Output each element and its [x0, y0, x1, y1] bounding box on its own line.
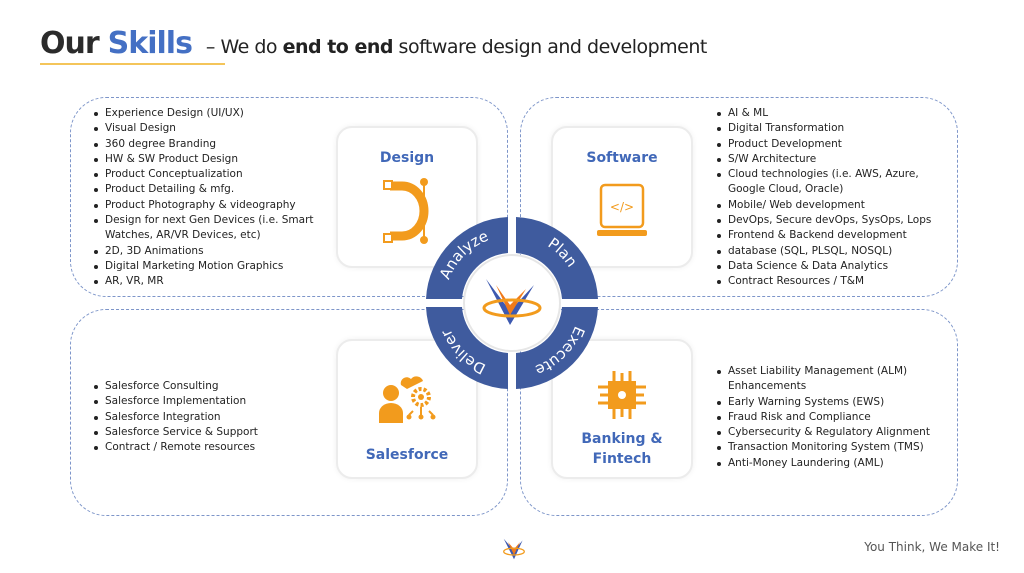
subtitle-bold: end to end: [282, 36, 394, 58]
banking-list: Asset Liability Management (ALM) Enhance…: [717, 364, 930, 471]
list-item: Fraud Risk and Compliance: [717, 410, 930, 425]
title-our: Our: [40, 26, 100, 61]
list-item: Salesforce Integration: [94, 410, 258, 425]
list-item: AR, VR, MR: [94, 274, 314, 289]
banking-card: Banking & Fintech: [551, 339, 693, 479]
list-item: Google Cloud, Oracle): [728, 183, 844, 196]
list-item: Enhancements: [728, 380, 807, 393]
software-card: Software </>: [551, 126, 693, 268]
list-item: Visual Design: [94, 121, 314, 136]
design-card: Design: [336, 126, 478, 268]
footer-logo-icon: [503, 538, 525, 560]
execute-segment: [516, 307, 598, 389]
list-item: Product Photography & videography: [94, 198, 314, 213]
pen-tool-icon: [383, 178, 429, 244]
page-title: Our Skills – We do end to end software d…: [40, 26, 707, 61]
list-item: Digital Transformation: [717, 121, 931, 136]
footer-tagline: You Think, We Make It!: [864, 540, 1000, 554]
list-item: Contract / Remote resources: [94, 440, 258, 455]
salesforce-panel: [70, 309, 508, 516]
svg-text:</>: </>: [610, 200, 634, 214]
banking-panel: [520, 309, 958, 516]
plan-segment: [516, 217, 598, 299]
list-item: 2D, 3D Animations: [94, 244, 314, 259]
list-item: Product Detailing & mfg.: [94, 182, 314, 197]
title-skills: Skills: [107, 26, 193, 61]
code-laptop-icon: </>: [597, 183, 647, 236]
list-item: Anti-Money Laundering (AML): [717, 456, 930, 471]
list-item: 360 degree Branding: [94, 137, 314, 152]
list-item: Early Warning Systems (EWS): [717, 395, 930, 410]
process-cycle: Analyze Plan Deliver Execute: [426, 217, 598, 389]
list-item: Product Conceptualization: [94, 167, 314, 182]
design-list: Experience Design (UI/UX) Visual Design …: [94, 106, 314, 290]
subtitle-post: software design and development: [393, 36, 708, 58]
team-settings-icon: [379, 376, 436, 423]
list-item: Cybersecurity & Regulatory Alignment: [717, 425, 930, 440]
salesforce-list: Salesforce Consulting Salesforce Impleme…: [94, 379, 258, 455]
banking-title: Banking & Fintech: [581, 429, 662, 469]
subtitle-pre: – We do: [205, 36, 283, 58]
banking-title-line1: Banking &: [581, 431, 663, 447]
software-list: AI & ML Digital Transformation Product D…: [717, 106, 931, 290]
title-underline: [40, 63, 225, 65]
deliver-segment: [426, 307, 508, 389]
list-item: Watches, AR/VR Devices, etc): [105, 229, 261, 242]
banking-title-line2: Fintech: [592, 451, 652, 467]
list-item: Salesforce Consulting: [94, 379, 258, 394]
software-panel: [520, 97, 958, 297]
list-item: Digital Marketing Motion Graphics: [94, 259, 314, 274]
list-item: Frontend & Backend development: [717, 228, 931, 243]
list-item: Mobile/ Web development: [717, 198, 931, 213]
salesforce-title: Salesforce: [365, 447, 449, 463]
design-title: Design: [379, 150, 435, 166]
list-item: Design for next Gen Devices (i.e. Smart: [94, 213, 314, 228]
logo-icon: [482, 279, 542, 325]
analyze-segment: [426, 217, 508, 299]
software-title: Software: [586, 150, 658, 166]
list-item: Product Development: [717, 137, 931, 152]
list-item: Asset Liability Management (ALM): [717, 364, 930, 379]
list-item: database (SQL, PLSQL, NOSQL): [717, 244, 931, 259]
list-item: DevOps, Secure devOps, SysOps, Lops: [717, 213, 931, 228]
list-item: Data Science & Data Analytics: [717, 259, 931, 274]
list-item: Experience Design (UI/UX): [94, 106, 314, 121]
design-panel: [70, 97, 508, 297]
list-item: Cloud technologies (i.e. AWS, Azure,: [717, 167, 931, 182]
list-item: S/W Architecture: [717, 152, 931, 167]
list-item: AI & ML: [717, 106, 931, 121]
subtitle: – We do end to end software design and d…: [206, 36, 707, 58]
chip-icon: [598, 371, 646, 419]
list-item: Contract Resources / T&M: [717, 274, 931, 289]
list-item: Salesforce Implementation: [94, 394, 258, 409]
list-item: Transaction Monitoring System (TMS): [717, 440, 930, 455]
list-item: Salesforce Service & Support: [94, 425, 258, 440]
list-item: HW & SW Product Design: [94, 152, 314, 167]
